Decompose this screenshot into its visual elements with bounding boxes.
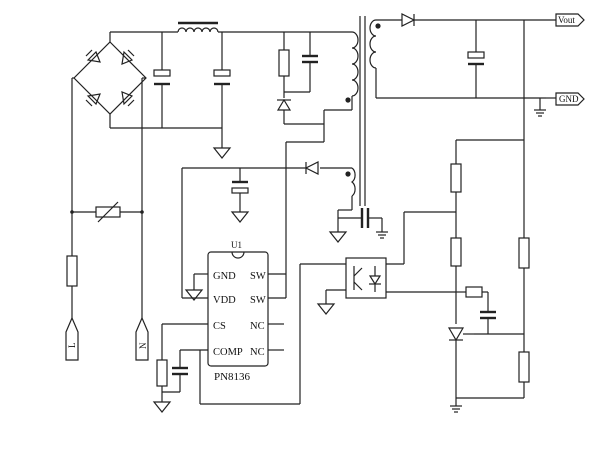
output-diode	[401, 13, 416, 27]
gnd-port: GND	[534, 92, 585, 117]
pin-sw-1: SW	[250, 271, 266, 282]
pin-nc-1: NC	[250, 321, 265, 332]
input-inductor	[177, 21, 219, 33]
output-capacitor	[467, 20, 485, 98]
optocoupler	[345, 257, 387, 299]
pin-comp: COMP	[213, 347, 243, 358]
gnd-label: GND	[559, 94, 579, 104]
neutral-label: N	[138, 342, 148, 349]
aux-diode	[304, 161, 319, 175]
neutral-terminal: N	[135, 316, 149, 361]
ic-part-number: PN8136	[214, 371, 251, 383]
bulk-capacitor-2	[213, 32, 231, 148]
line-label: L	[67, 343, 77, 349]
pin-sw-2: SW	[250, 295, 266, 306]
flyback-transformer	[323, 16, 381, 206]
ic-refdes: U1	[231, 240, 242, 250]
pin-cs: CS	[213, 321, 226, 332]
fuse	[66, 255, 78, 318]
snubber-network	[276, 32, 324, 125]
pin-nc-2: NC	[250, 347, 265, 358]
line-terminal: L	[65, 316, 79, 361]
pin-gnd: GND	[213, 271, 236, 282]
vout-label: Vout	[558, 15, 575, 25]
bridge-rectifier	[73, 41, 147, 115]
varistor	[70, 201, 144, 223]
vout-port: Vout	[555, 13, 585, 27]
pin-vdd: VDD	[213, 295, 236, 306]
controller-ic: U1 PN8136 GND VDD CS COMP SW SW NC NC	[207, 240, 286, 383]
bulk-capacitor-1	[153, 32, 171, 128]
